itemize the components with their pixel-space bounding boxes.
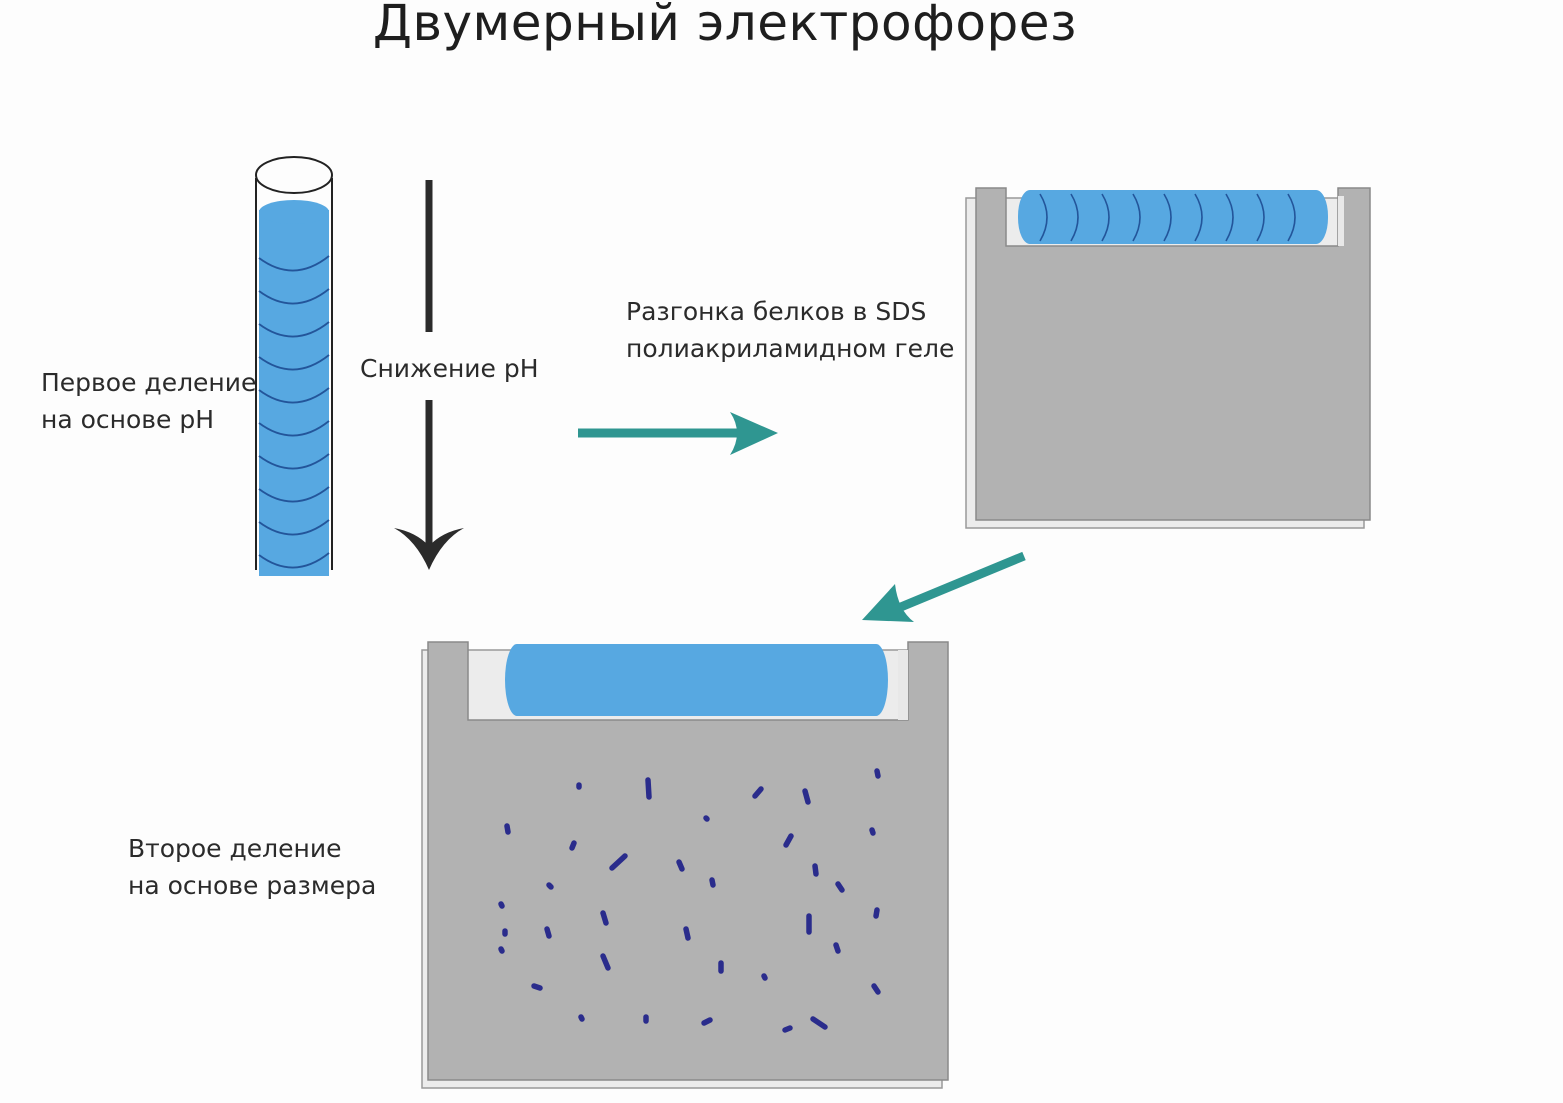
protein-spot	[578, 1014, 585, 1022]
protein-spot	[802, 788, 811, 805]
protein-spot	[835, 881, 845, 893]
protein-spot	[645, 777, 652, 800]
ief-band	[258, 453, 330, 470]
ph-arrow	[394, 180, 464, 570]
protein-spot	[752, 786, 764, 799]
arrowhead-down-left-icon	[862, 584, 914, 622]
first-division-line1: Первое деление	[41, 368, 257, 397]
protein-spot	[873, 907, 880, 919]
protein-spot	[874, 768, 881, 779]
ief-band	[258, 255, 330, 272]
protein-spot	[812, 863, 819, 877]
page-title: Двумерный электрофорез	[372, 0, 1078, 52]
protein-spot	[782, 1025, 793, 1033]
protein-spot	[504, 823, 511, 835]
protein-spot	[600, 953, 611, 971]
ief-tube	[255, 156, 333, 576]
ief-band	[258, 519, 330, 536]
protein-spot	[833, 942, 841, 954]
gel-top-surface	[259, 200, 329, 224]
transfer-arrow-right	[578, 412, 778, 455]
sds-page-line1: Разгонка белков в SDS	[626, 297, 927, 326]
strip-band	[1101, 193, 1110, 242]
ief-band	[258, 420, 330, 437]
slab-body	[427, 641, 949, 1081]
protein-spot	[761, 973, 768, 981]
ief-band	[258, 552, 330, 569]
protein-spot	[546, 882, 554, 890]
arrowhead-down-icon	[394, 528, 464, 570]
ief-bands	[258, 255, 330, 569]
second-division-line1: Второе деление	[128, 834, 342, 863]
ief-band	[258, 486, 330, 503]
protein-spot	[609, 853, 628, 871]
protein-spot	[783, 833, 794, 848]
strip-band	[1070, 193, 1079, 242]
ief-band	[258, 387, 330, 404]
ph-decrease-label: Снижение pH	[360, 348, 539, 389]
ief-strip-on-gel	[505, 644, 888, 716]
ief-strip-on-gel	[1018, 190, 1328, 244]
protein-spot	[600, 910, 609, 926]
strip-band	[1039, 193, 1048, 242]
protein-spot	[810, 1016, 828, 1030]
arrowhead-right-icon	[730, 412, 778, 455]
strip-band	[1287, 193, 1296, 242]
protein-spot	[569, 840, 577, 851]
strip-band	[1132, 193, 1141, 242]
protein-spot	[676, 859, 685, 872]
protein-spot	[498, 901, 505, 909]
second-division-line2: на основе размера	[128, 871, 377, 900]
protein-spot	[544, 926, 552, 939]
sds-gel-slab-lower	[421, 641, 949, 1089]
second-division-label: Второе деление на основе размера	[128, 830, 376, 904]
protein-spot	[701, 1017, 713, 1026]
ief-band	[258, 288, 330, 305]
strip-bands	[1039, 193, 1296, 242]
protein-spot	[703, 815, 710, 822]
strip-band	[1225, 193, 1234, 242]
protein-spot	[869, 827, 876, 836]
ief-band	[258, 321, 330, 338]
sds-gel-slab-upper	[965, 187, 1371, 529]
slab-body	[975, 187, 1371, 521]
first-division-label: Первое деление на основе pH	[41, 364, 256, 438]
strip-band	[1256, 193, 1265, 242]
protein-spot	[871, 983, 881, 995]
protein-spots	[498, 768, 881, 1033]
sds-page-label: Разгонка белков в SDS полиакриламидном г…	[626, 293, 954, 367]
protein-spot	[683, 926, 691, 941]
protein-spot	[709, 877, 716, 888]
first-division-line2: на основе pH	[41, 405, 215, 434]
tube-rim	[255, 156, 333, 194]
strip-band	[1194, 193, 1203, 242]
sds-page-line2: полиакриламидном геле	[626, 334, 955, 363]
protein-spot	[531, 983, 543, 991]
transfer-arrow-down-left	[862, 551, 1026, 622]
strip-band	[1163, 193, 1172, 242]
ief-band	[258, 354, 330, 371]
protein-spot	[498, 946, 505, 954]
